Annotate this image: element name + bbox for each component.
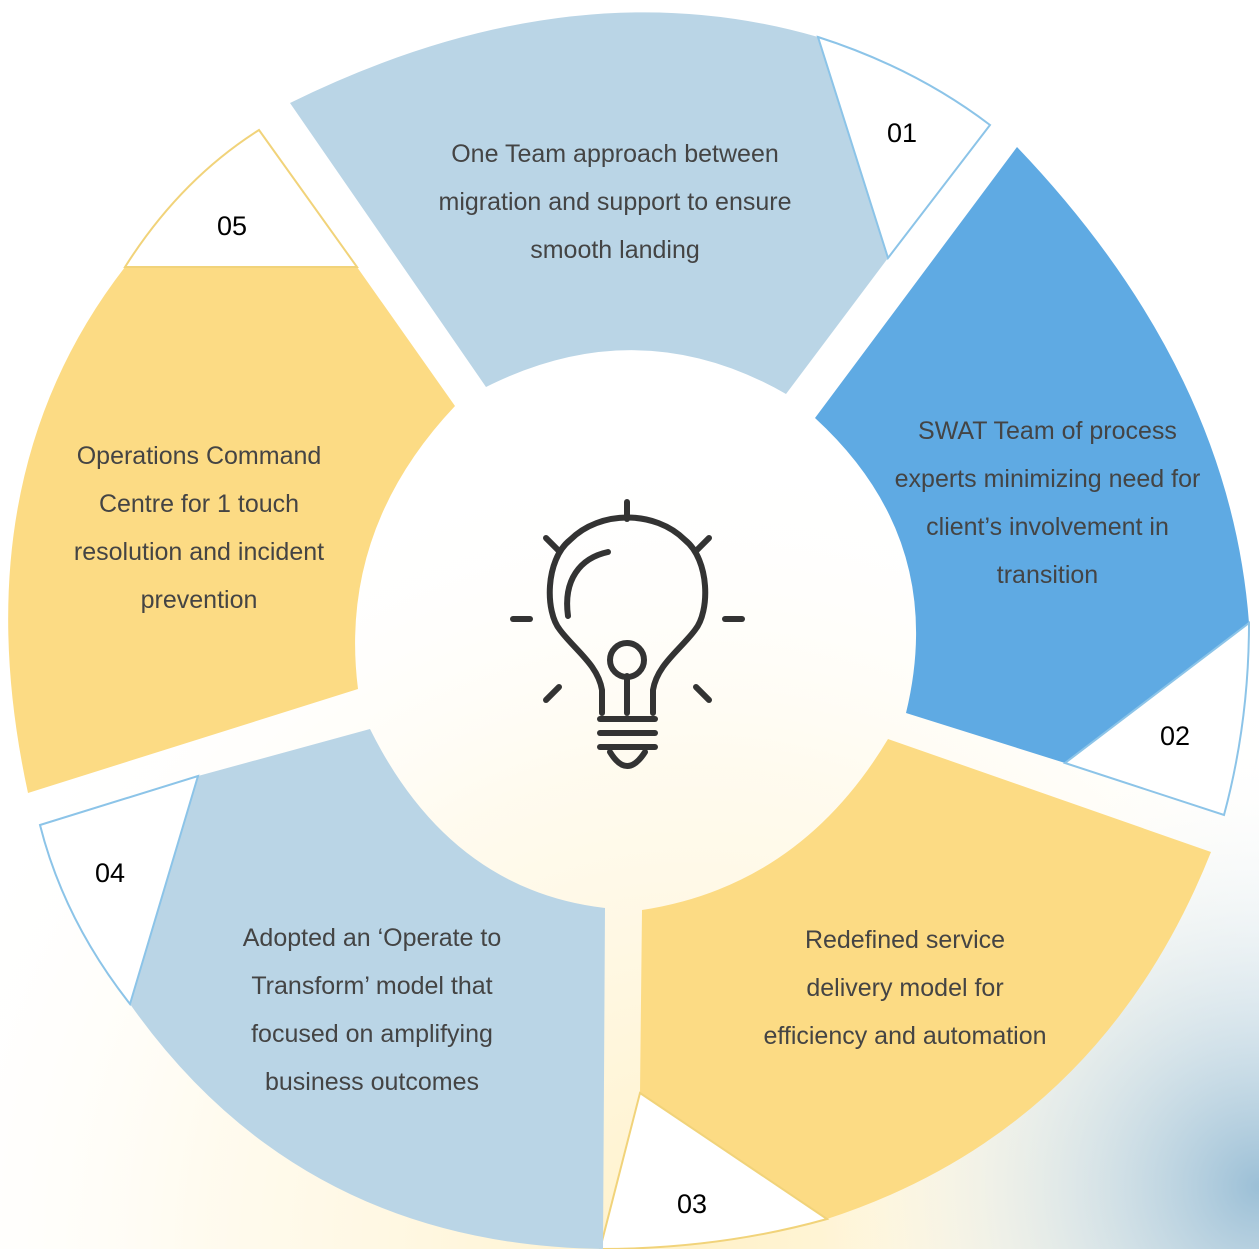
segment-03-number: 03 [677, 1189, 708, 1219]
segment-02-text: SWAT Team of process experts minimizing … [894, 417, 1201, 589]
segment-04-number: 04 [95, 858, 126, 888]
segment-05-number-tab [123, 128, 359, 268]
segment-01 [290, 12, 888, 395]
segment-02 [815, 147, 1249, 763]
segment-01-text: One Team approach between migration and … [438, 140, 792, 264]
segment-01-number: 01 [887, 118, 918, 148]
segment-01-number-tab [816, 35, 992, 261]
segment-03 [640, 739, 1211, 1219]
segment-04 [130, 729, 605, 1249]
segment-05-text: Operations Command Centre for 1 touch re… [73, 442, 325, 614]
segment-03-text: Redefined service delivery model for eff… [763, 926, 1047, 1050]
segment-02-number-tab [1062, 620, 1251, 817]
segment-04-text: Adopted an ‘Operate to Transform’ model … [242, 924, 502, 1096]
segment-04-number-tab [38, 774, 200, 1007]
lightbulb-icon [510, 499, 745, 769]
segment-02-number: 02 [1160, 721, 1191, 751]
segment-05-number: 05 [217, 211, 248, 241]
segment-05 [8, 267, 455, 793]
